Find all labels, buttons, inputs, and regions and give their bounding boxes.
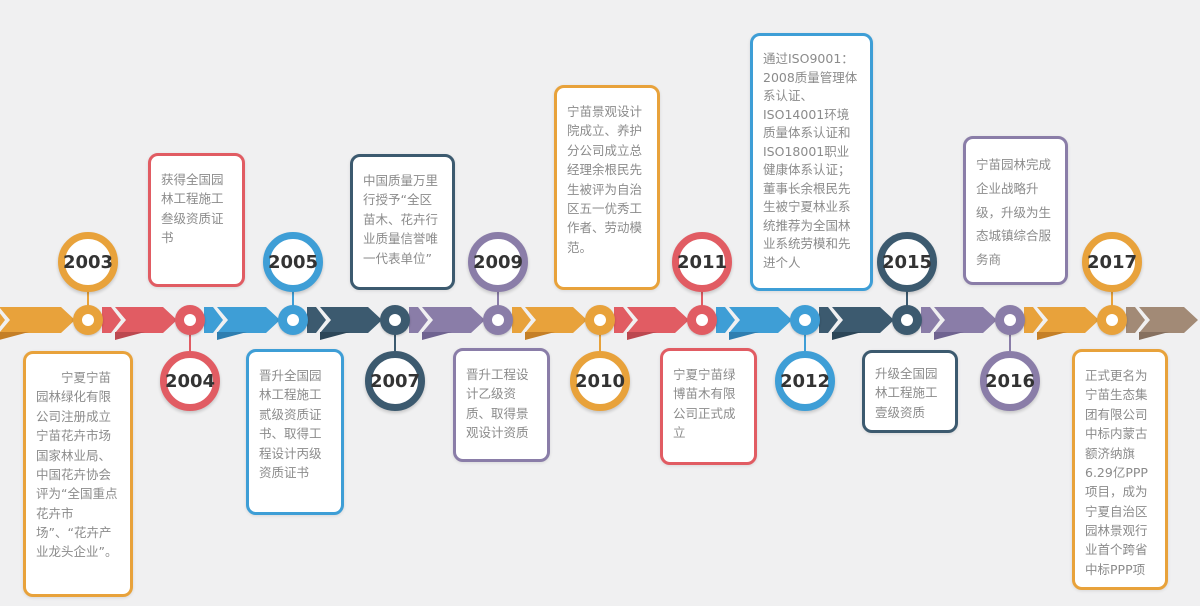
year-badge-2009: 2009 — [468, 232, 528, 292]
timeline-ring-2011 — [687, 305, 717, 335]
timeline-chevron — [409, 307, 485, 341]
year-label: 2007 — [369, 370, 421, 392]
connector-line — [497, 290, 499, 306]
timeline-chevron — [0, 307, 75, 341]
event-box-2017: 正式更名为宁苗生态集团有限公司中标内蒙古额济纳旗6.29亿PPP项目，成为宁夏自… — [1072, 349, 1168, 590]
event-box-2004: 获得全国园林工程施工叁级资质证书 — [148, 153, 245, 287]
event-box-2005: 晋升全国园林工程施工贰级资质证书、取得工程设计丙级资质证书 — [246, 349, 344, 515]
connector-line — [599, 334, 601, 351]
event-box-2009: 晋升工程设计乙级资质、取得景观设计资质 — [453, 348, 550, 462]
timeline-chevron — [102, 307, 177, 341]
timeline-ring-2012 — [790, 305, 820, 335]
year-label: 2003 — [62, 251, 114, 273]
timeline-ring-2005 — [278, 305, 308, 335]
year-badge-2007: 2007 — [365, 351, 425, 411]
year-label: 2005 — [267, 251, 319, 273]
event-box-2015: 升级全国园林工程施工壹级资质 — [862, 350, 958, 433]
year-label: 2015 — [881, 251, 933, 273]
event-box-2007: 中国质量万里行授予“全区苗木、花卉行业质量信誉唯一代表单位” — [350, 154, 455, 290]
event-text: 宁夏宁苗绿博苗木有限公司正式成立 — [673, 367, 736, 441]
event-text: 获得全国园林工程施工叁级资质证书 — [161, 172, 224, 246]
event-box-2011: 宁夏宁苗绿博苗木有限公司正式成立 — [660, 348, 757, 465]
event-text: 宁苗园林完成企业战略升级，升级为生态城镇综合服务商 — [976, 157, 1052, 267]
year-badge-2003: 2003 — [58, 232, 118, 292]
timeline-ring-2009 — [483, 305, 513, 335]
event-text: 升级全国园林工程施工壹级资质 — [875, 366, 938, 420]
event-box-2012: 通过ISO9001：2008质量管理体系认证、ISO14001环境质量体系认证和… — [750, 33, 873, 291]
timeline-ring-2015 — [892, 305, 922, 335]
year-badge-2012: 2012 — [775, 351, 835, 411]
year-label: 2011 — [676, 251, 728, 273]
year-label: 2009 — [472, 251, 524, 273]
timeline-chevron — [716, 307, 792, 341]
timeline-ring-2016 — [995, 305, 1025, 335]
timeline-chevron — [819, 307, 894, 341]
timeline-chevron — [921, 307, 997, 341]
event-box-2003: 宁夏宁苗园林绿化有限公司注册成立宁苗花卉市场国家林业局、中国花卉协会评为“全国重… — [23, 351, 133, 597]
timeline-chevron — [1024, 307, 1099, 341]
event-text: 中国质量万里行授予“全区苗木、花卉行业质量信誉唯一代表单位” — [363, 173, 439, 266]
year-badge-2005: 2005 — [263, 232, 323, 292]
event-box-2010: 宁苗景观设计院成立、养护分公司成立总经理余根民先生被评为自治区五一优秀工作者、劳… — [554, 85, 660, 290]
year-label: 2010 — [574, 370, 626, 392]
event-text: 晋升工程设计乙级资质、取得景观设计资质 — [466, 367, 529, 441]
year-badge-2004: 2004 — [160, 351, 220, 411]
timeline-chevron — [614, 307, 689, 341]
year-badge-2016: 2016 — [980, 351, 1040, 411]
year-label: 2004 — [164, 370, 216, 392]
connector-line — [701, 290, 703, 306]
event-text: 宁夏宁苗园林绿化有限公司注册成立宁苗花卉市场国家林业局、中国花卉协会评为“全国重… — [36, 370, 118, 560]
connector-line — [804, 334, 806, 351]
event-text: 晋升全国园林工程施工贰级资质证书、取得工程设计丙级资质证书 — [259, 368, 322, 480]
connector-line — [906, 290, 908, 306]
connector-line — [189, 334, 191, 351]
event-text: 通过ISO9001：2008质量管理体系认证、ISO14001环境质量体系认证和… — [763, 51, 858, 270]
timeline-ring-2010 — [585, 305, 615, 335]
year-label: 2017 — [1086, 251, 1138, 273]
timeline-ring-2017 — [1097, 305, 1127, 335]
connector-line — [292, 290, 294, 306]
connector-line — [1111, 290, 1113, 306]
year-badge-2010: 2010 — [570, 351, 630, 411]
event-box-2016: 宁苗园林完成企业战略升级，升级为生态城镇综合服务商 — [963, 136, 1068, 285]
event-text: 正式更名为宁苗生态集团有限公司中标内蒙古额济纳旗6.29亿PPP项目，成为宁夏自… — [1085, 368, 1148, 577]
year-badge-2011: 2011 — [672, 232, 732, 292]
timeline-chevron — [512, 307, 587, 341]
event-text: 宁苗景观设计院成立、养护分公司成立总经理余根民先生被评为自治区五一优秀工作者、劳… — [567, 104, 643, 255]
timeline-chevron — [307, 307, 382, 341]
year-label: 2016 — [984, 370, 1036, 392]
connector-line — [394, 334, 396, 351]
timeline-ring-2007 — [380, 305, 410, 335]
timeline-ring-2004 — [175, 305, 205, 335]
connector-line — [87, 290, 89, 306]
connector-line — [1009, 334, 1011, 351]
year-label: 2012 — [779, 370, 831, 392]
year-badge-2017: 2017 — [1082, 232, 1142, 292]
timeline-chevron — [1126, 307, 1198, 341]
timeline-chevron — [204, 307, 280, 341]
year-badge-2015: 2015 — [877, 232, 937, 292]
timeline-ring-2003 — [73, 305, 103, 335]
